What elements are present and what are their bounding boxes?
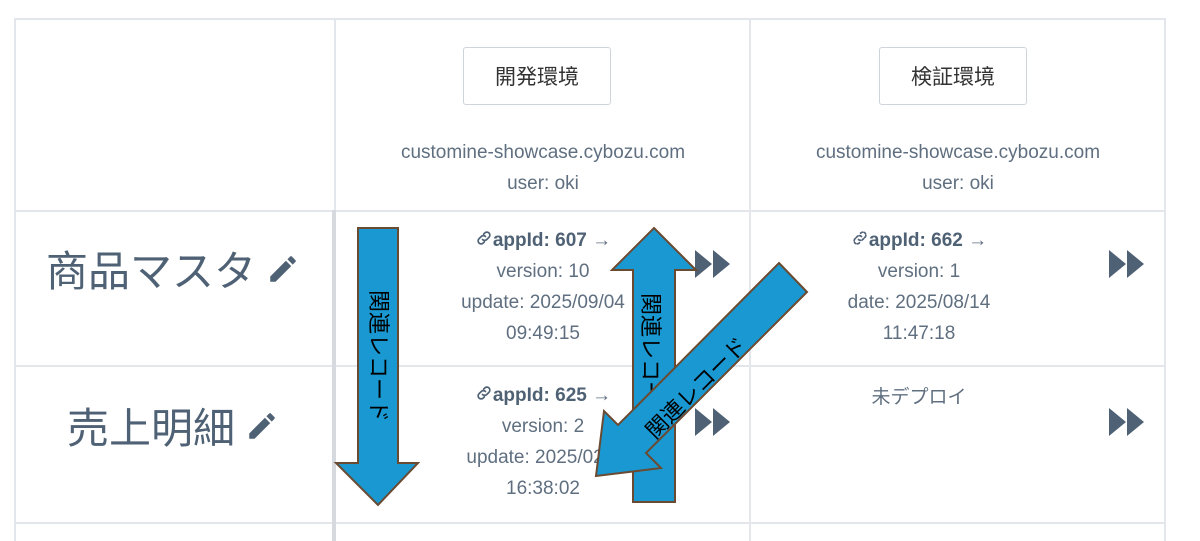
app-name: 売上明細: [66, 405, 235, 452]
version-text: version: 10: [496, 261, 590, 282]
deploy-forward-icon[interactable]: [693, 406, 733, 438]
app-name-row: 売上明細: [14, 395, 332, 456]
undeployed-status: 未デプロイ: [871, 387, 967, 408]
grid-line: [14, 18, 16, 541]
version-text: version: 2: [501, 416, 585, 437]
app-id-link[interactable]: appId: 662: [868, 230, 963, 251]
time-text: 16:38:02: [506, 478, 580, 499]
deploy-cell: appId: 625 → version: 2 update: 2025/02/…: [336, 380, 750, 504]
app-name-row: 商品マスタ: [14, 238, 332, 299]
deploy-cell: appId: 662 → version: 1 date: 2025/08/14…: [712, 225, 1126, 349]
deploy-cell: appId: 607 → version: 10 update: 2025/09…: [336, 225, 750, 349]
link-icon: [853, 231, 867, 245]
app-name: 商品マスタ: [45, 248, 256, 295]
env-host: customine-showcase.cybozu.com: [815, 142, 1101, 163]
grid-line: [1164, 18, 1166, 541]
version-text: version: 1: [877, 261, 961, 282]
update-text: date: 2025/08/14: [847, 292, 991, 313]
link-icon: [477, 386, 491, 400]
update-text: update: 2025/02/1: [466, 447, 620, 468]
pencil-icon[interactable]: [266, 252, 300, 286]
deploy-forward-icon[interactable]: [693, 248, 733, 280]
time-text: 11:47:18: [882, 323, 956, 344]
deploy-forward-icon[interactable]: [1107, 406, 1147, 438]
arrow-text: →: [968, 230, 988, 251]
app-id-link[interactable]: appId: 607: [492, 230, 587, 251]
env-info-dev: customine-showcase.cybozu.com user: oki: [336, 137, 750, 199]
grid-line: [14, 210, 1166, 212]
link-icon: [477, 231, 491, 245]
update-text: update: 2025/09/04: [461, 292, 625, 313]
app-id-link[interactable]: appId: 625: [492, 385, 587, 406]
grid-line: [14, 365, 1166, 367]
env-host: customine-showcase.cybozu.com: [400, 142, 686, 163]
grid-line: [14, 522, 1166, 524]
arrow-text: →: [592, 230, 612, 251]
env-button-staging[interactable]: 検証環境: [879, 47, 1027, 105]
grid-line: [14, 18, 1166, 20]
pencil-icon[interactable]: [245, 409, 279, 443]
env-user: user: oki: [507, 173, 579, 194]
time-text: 09:49:15: [506, 323, 580, 344]
deploy-forward-icon[interactable]: [1107, 248, 1147, 280]
env-button-dev[interactable]: 開発環境: [463, 47, 611, 105]
env-user: user: oki: [922, 173, 994, 194]
arrow-text: →: [592, 385, 612, 406]
env-info-staging: customine-showcase.cybozu.com user: oki: [751, 137, 1165, 199]
